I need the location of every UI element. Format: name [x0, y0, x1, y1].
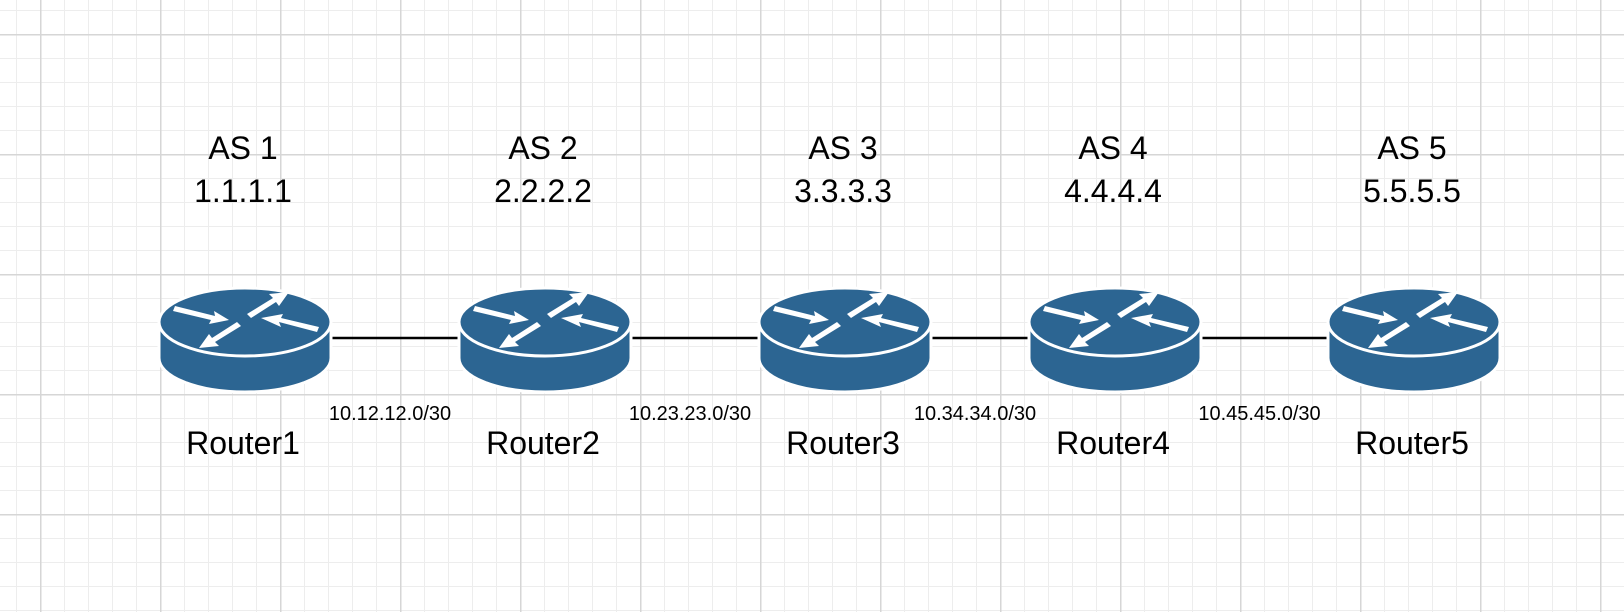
- subnet-label: 10.45.45.0/30: [1198, 403, 1320, 425]
- as-number-label: AS 4: [1078, 130, 1147, 166]
- router-name-label: Router2: [486, 425, 600, 461]
- router-icon[interactable]: [157, 286, 333, 394]
- router-icon[interactable]: [1027, 286, 1203, 394]
- subnet-label: 10.34.34.0/30: [914, 403, 1036, 425]
- router-id-label: 1.1.1.1: [194, 173, 292, 209]
- router-icon[interactable]: [757, 286, 933, 394]
- as-number-label: AS 2: [508, 130, 577, 166]
- labels-layer: 10.12.12.0/30 10.23.23.0/30 10.34.34.0/30 1…: [186, 130, 1469, 461]
- router-icon[interactable]: [1326, 286, 1502, 394]
- as-number-label: AS 5: [1377, 130, 1446, 166]
- router-name-label: Router3: [786, 425, 900, 461]
- router-icon[interactable]: [457, 286, 633, 394]
- router-id-label: 4.4.4.4: [1064, 173, 1162, 209]
- routers-layer: [157, 286, 1502, 394]
- subnet-label: 10.23.23.0/30: [629, 403, 751, 425]
- router-name-label: Router5: [1355, 425, 1469, 461]
- as-number-label: AS 1: [208, 130, 277, 166]
- router-name-label: Router1: [186, 425, 300, 461]
- router-name-label: Router4: [1056, 425, 1170, 461]
- router-id-label: 2.2.2.2: [494, 173, 592, 209]
- as-number-label: AS 3: [808, 130, 877, 166]
- router-id-label: 5.5.5.5: [1363, 173, 1461, 209]
- subnet-label: 10.12.12.0/30: [329, 403, 451, 425]
- router-id-label: 3.3.3.3: [794, 173, 892, 209]
